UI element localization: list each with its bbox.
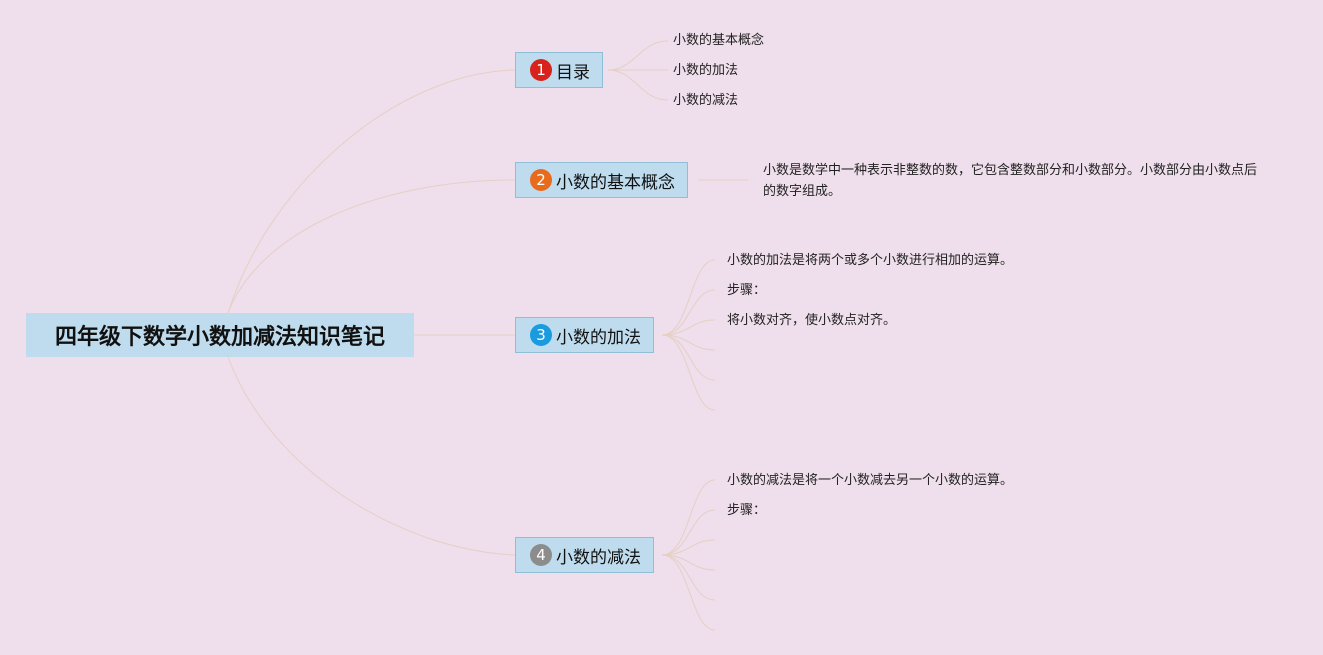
toc-item[interactable]: 小数的基本概念 <box>673 33 765 48</box>
leaf-line <box>661 539 716 556</box>
addition-item[interactable]: 将小数对齐，使小数点对齐。 <box>727 313 897 328</box>
number-badge-2: 2 <box>530 169 552 191</box>
leaf-line <box>661 259 716 336</box>
leaf-line <box>661 319 716 336</box>
addition-item[interactable]: 步骤： <box>727 283 767 298</box>
leaf-line <box>661 334 716 351</box>
branch-line-toc <box>227 69 516 314</box>
toc-item[interactable]: 小数的减法 <box>673 93 739 108</box>
topic-label: 目录 <box>556 62 590 83</box>
branch-line-subtraction <box>227 356 516 556</box>
subtraction-item[interactable]: 步骤： <box>727 503 767 518</box>
number-badge-4: 4 <box>530 544 552 566</box>
leaf-line <box>661 554 716 601</box>
topic-toc[interactable]: 1 目录 <box>515 52 603 88</box>
leaf-line <box>661 554 716 571</box>
leaf-line <box>661 509 716 556</box>
leaf-line <box>661 479 716 556</box>
leaf-line <box>607 69 669 101</box>
concept-description[interactable]: 小数是数学中一种表示非整数的数，它包含整数部分和小数部分。小数部分由小数点后的数… <box>763 163 1258 199</box>
leaf-line <box>661 334 716 411</box>
leaf-line <box>661 334 716 381</box>
topic-addition[interactable]: 3 小数的加法 <box>515 317 654 353</box>
leaf-line <box>607 40 669 71</box>
number-badge-3: 3 <box>530 324 552 346</box>
root-topic[interactable]: 四年级下数学小数加减法知识笔记 <box>26 313 414 357</box>
leaf-line <box>661 554 716 631</box>
topic-label: 小数的基本概念 <box>556 172 675 193</box>
topic-label: 小数的减法 <box>556 547 641 568</box>
number-badge-1: 1 <box>530 59 552 81</box>
branch-line-concept <box>227 179 516 314</box>
topic-concept[interactable]: 2 小数的基本概念 <box>515 162 688 198</box>
toc-item[interactable]: 小数的加法 <box>673 63 739 78</box>
subtraction-item[interactable]: 小数的减法是将一个小数减去另一个小数的运算。 <box>727 473 1014 488</box>
topic-label: 小数的加法 <box>556 327 641 348</box>
addition-item[interactable]: 小数的加法是将两个或多个小数进行相加的运算。 <box>727 253 1014 268</box>
topic-subtraction[interactable]: 4 小数的减法 <box>515 537 654 573</box>
leaf-line <box>661 289 716 336</box>
